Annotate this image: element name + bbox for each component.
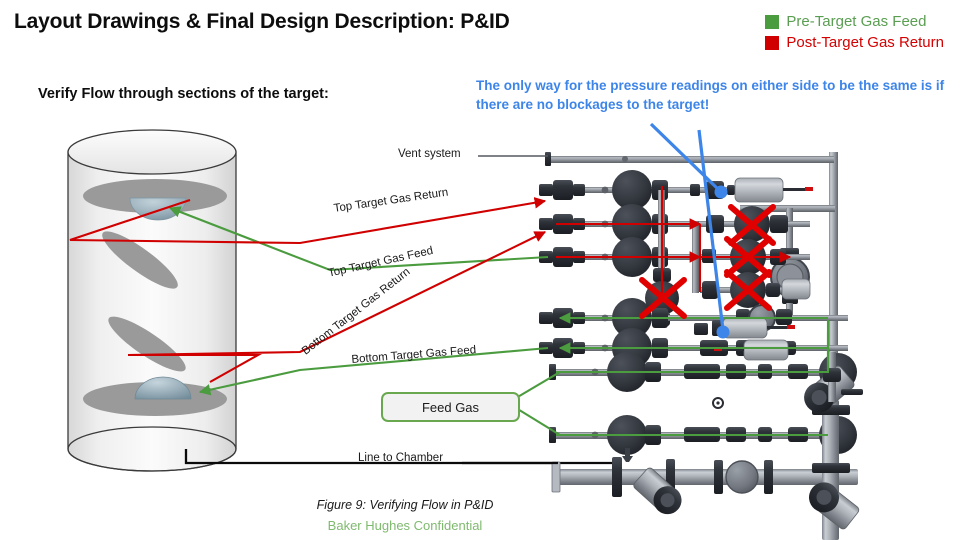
chamber-main-pipe — [558, 469, 858, 485]
figure-caption-text: Figure 9: Verifying Flow in P&ID — [316, 498, 494, 512]
blocked-x-mid-right — [724, 236, 772, 278]
flow-feedgas-to-lower-run — [515, 407, 561, 436]
blocked-x-lower-right — [724, 269, 772, 311]
vent-inline-fitting — [622, 156, 628, 162]
feed-gas-box: Feed Gas — [381, 392, 520, 422]
blocked-x-manifold — [639, 277, 687, 319]
pressure-transducer-lower-2 — [743, 339, 789, 361]
flow-top-target-gas-return — [69, 197, 547, 245]
row-h-drain-cone — [622, 456, 633, 462]
row-a-fitting-2 — [573, 184, 585, 196]
row-d-cylinder — [781, 278, 811, 300]
inline-orifice-symbol — [712, 397, 724, 409]
row-e-inlet-connector — [539, 312, 553, 324]
pressure-point-upper — [714, 185, 728, 199]
flow-bottom-target-gas-feed — [198, 346, 549, 396]
chamber-angle-valve-2 — [804, 365, 855, 413]
vessel-top-plate — [83, 179, 227, 213]
gauge-drop-pipe — [786, 208, 793, 260]
chamber-clamp-1 — [612, 457, 622, 497]
transducer-lower-fitting-a — [694, 323, 708, 335]
legend-label-pre-target-gas-feed: Pre-Target Gas Feed — [786, 13, 927, 30]
transducer-lower-tip — [787, 325, 795, 329]
annotation-text: The only way for the pressure readings o… — [476, 78, 945, 112]
row-b-inlet-connector — [539, 218, 553, 230]
annotation-leader-lower — [697, 129, 725, 331]
inline-orifice-center — [716, 401, 720, 405]
vent-end-cap — [545, 152, 551, 166]
chamber-clamp-4 — [764, 460, 773, 494]
row-d-fitting-1 — [702, 281, 718, 299]
row-a-fitting-7 — [727, 185, 735, 195]
legend-item-pre-target-gas-feed: Pre-Target Gas Feed — [765, 11, 944, 32]
row-h-drain-stub — [625, 448, 630, 456]
vessel-bottom-edge — [67, 426, 237, 472]
chamber-handwheel — [725, 460, 759, 494]
confidential-notice: Baker Hughes Confidential — [0, 518, 960, 533]
right-vertical-main — [829, 152, 838, 464]
chamber-side-port — [841, 389, 863, 395]
vent-header-pipe — [548, 156, 834, 163]
row-b-right-fitting-2 — [770, 215, 788, 233]
legend-swatch-green — [765, 14, 780, 29]
target-vessel — [67, 129, 237, 472]
row-a-fitting-5 — [690, 184, 700, 196]
bottom-target-dome — [134, 376, 192, 400]
row-d-fitting-2 — [766, 283, 780, 297]
label-line-to-chamber: Line to Chamber — [358, 452, 444, 464]
flow-top-target-gas-feed — [168, 206, 549, 272]
chamber-vertical-clamp-2 — [812, 463, 850, 473]
chamber-pipe-flange-left — [551, 461, 561, 493]
page-title: Layout Drawings & Final Design Descripti… — [14, 10, 510, 33]
transducer-upper-tip — [805, 187, 813, 191]
pipe-row-top-return — [539, 170, 813, 210]
row-a-valve-fitting-1 — [553, 180, 573, 200]
row-a-valve-body — [612, 170, 652, 210]
pre-target-feed-flow — [168, 206, 830, 437]
legend-label-post-target-gas-return: Post-Target Gas Return — [786, 34, 944, 51]
vessel-top-cap — [67, 129, 237, 175]
pipe-row-feed-gas-lower — [549, 415, 857, 462]
chamber-clamp-3 — [714, 460, 723, 494]
chamber-angle-valve-3 — [809, 482, 860, 530]
chamber-instrument-fitting — [823, 368, 841, 382]
flow-bottom-target-gas-return — [127, 231, 547, 383]
transducer-lower-lead — [767, 326, 787, 329]
transducer-upper-lead — [783, 188, 805, 191]
chamber-piping — [551, 352, 863, 540]
pressure-transducer-lower — [722, 317, 768, 339]
post-target-return-flow — [69, 186, 792, 383]
legend-item-post-target-gas-return: Post-Target Gas Return — [765, 32, 944, 53]
figure-caption: Figure 9: Verifying Flow in P&ID — [0, 498, 960, 512]
row-a-inline-node — [601, 186, 609, 194]
annotation-leaders — [649, 122, 730, 339]
pressure-point-lower — [716, 325, 730, 339]
annotation-leader-upper — [649, 122, 721, 192]
pressure-transducer-upper — [734, 177, 784, 203]
transducer-lower-2-lead — [722, 348, 744, 351]
legend: Pre-Target Gas Feed Post-Target Gas Retu… — [765, 11, 944, 53]
blocked-x-upper-right — [728, 204, 776, 246]
feed-gas-box-label: Feed Gas — [421, 399, 480, 415]
pid-piping — [539, 152, 863, 540]
section-subtitle: Verify Flow through sections of the targ… — [38, 86, 329, 102]
chamber-angle-valve-1 — [633, 467, 682, 515]
blocked-valve-markers — [639, 204, 776, 319]
vessel-baffle-lower — [108, 316, 186, 372]
row-a-inlet-connector — [539, 184, 553, 196]
label-vent-system: Vent system — [398, 148, 461, 160]
legend-swatch-red — [765, 35, 780, 50]
flow-feedgas-to-upper-run — [515, 371, 561, 399]
confidential-notice-text: Baker Hughes Confidential — [327, 518, 483, 533]
vessel-baffle-upper — [102, 231, 178, 289]
